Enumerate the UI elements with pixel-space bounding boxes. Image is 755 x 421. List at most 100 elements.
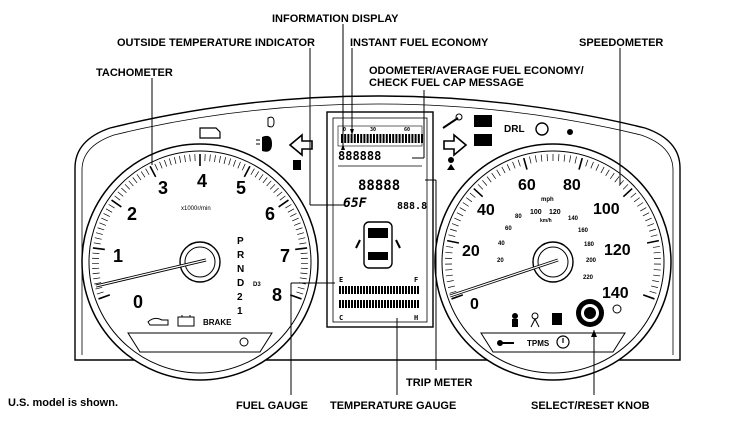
model-note: U.S. model is shown. — [8, 397, 118, 409]
temp-segment — [375, 300, 377, 308]
tach-tick — [296, 291, 304, 295]
tach-tick — [300, 272, 308, 275]
instant-fuel-segment — [398, 134, 401, 143]
speed-tick — [622, 187, 633, 198]
instant-fuel-segment — [408, 134, 411, 143]
speed-tick — [512, 161, 516, 169]
tach-tick — [258, 174, 264, 181]
fuel-segment — [375, 286, 377, 294]
fuel-gauge-bar: E F — [339, 276, 419, 294]
tach-tick — [285, 204, 292, 209]
tach-tick — [273, 187, 279, 194]
speed-tick — [647, 223, 655, 227]
odometer-digits: 888888 — [338, 149, 381, 163]
speed-tick — [574, 156, 577, 164]
temp-segment — [381, 300, 383, 308]
tach-tick — [140, 171, 146, 178]
tach-tick — [98, 294, 111, 300]
tach-tick — [159, 161, 163, 169]
check-engine-icon — [199, 127, 221, 139]
cruise-icon — [497, 340, 514, 346]
speed-tick — [446, 246, 454, 248]
tach-tick — [292, 217, 299, 222]
window-icon — [474, 115, 492, 146]
speed-tick — [462, 202, 469, 207]
outside-temp: 65F — [343, 196, 368, 211]
tach-tick — [103, 213, 110, 217]
instant-fuel-segment — [353, 134, 356, 143]
engine-indicator-icon — [612, 304, 622, 314]
speed-tick — [578, 157, 584, 170]
tpms-icon — [556, 335, 570, 349]
speed-tick — [522, 157, 528, 170]
tach-tick — [149, 165, 157, 178]
instant-fuel-segment — [379, 134, 382, 143]
tach-tick — [243, 165, 251, 178]
tach-num-6: 6 — [265, 204, 275, 224]
tach-tick — [92, 247, 105, 251]
label-odometer-line2: CHECK FUEL CAP MESSAGE — [369, 77, 524, 89]
tach-num-5: 5 — [236, 178, 246, 198]
instant-fuel-segment — [421, 134, 423, 143]
speed-tick — [540, 154, 543, 162]
kmh-40: 40 — [498, 241, 505, 247]
fuel-f: F — [414, 276, 418, 284]
speed-tick — [569, 155, 572, 163]
tach-tick — [228, 158, 232, 166]
speed-tick — [646, 239, 660, 244]
instant-fuel-segment — [405, 134, 407, 143]
instant-fuel-segment — [350, 134, 353, 143]
scale-30: 30 — [370, 127, 376, 133]
speed-tick — [605, 169, 610, 177]
speed-tick — [595, 164, 600, 171]
temp-segment — [363, 300, 365, 308]
speed-tick — [445, 269, 453, 271]
mph-100: 100 — [593, 201, 620, 218]
fuel-segment — [384, 286, 386, 294]
tach-tick — [289, 294, 302, 300]
brake-warning-icon — [535, 122, 549, 136]
speed-tick — [451, 294, 464, 300]
tach-tick — [173, 157, 177, 164]
tach-tick — [297, 232, 305, 235]
tach-tick — [276, 191, 283, 197]
tach-tick — [295, 227, 303, 231]
tach-tick — [294, 222, 301, 226]
tach-tick — [92, 252, 100, 254]
tach-tick — [189, 154, 191, 162]
speed-tick — [446, 280, 454, 283]
select-reset-knob[interactable] — [576, 299, 604, 327]
tach-tick — [94, 282, 102, 285]
tach-tick — [299, 277, 307, 280]
temp-h: H — [414, 314, 418, 322]
tach-tick — [96, 291, 104, 295]
label-outside-temperature-indicator: OUTSIDE TEMPERATURE INDICATOR — [117, 37, 315, 49]
tachometer-dial: 0 1 2 3 4 5 6 7 8 x1000r/min P R N D 2 1… — [81, 143, 319, 381]
fog-light-icon — [267, 116, 275, 128]
speed-tick — [653, 269, 661, 271]
trip-small: 888.8 — [397, 201, 427, 212]
tach-tick — [97, 227, 105, 231]
tach-tick — [298, 237, 306, 240]
center-display-panel: 0 30 60 888888 88888 65F 888.8 E F C H — [326, 111, 434, 328]
speed-tick — [600, 166, 605, 174]
scale-60: 60 — [404, 127, 410, 133]
fuel-segment — [354, 286, 356, 294]
speed-tick — [529, 156, 532, 164]
label-tachometer: TACHOMETER — [96, 67, 173, 79]
tach-tick — [287, 208, 295, 213]
speed-tick — [637, 202, 644, 207]
instant-fuel-segment — [341, 134, 343, 143]
tach-tick — [297, 286, 305, 290]
temp-segment — [393, 300, 395, 308]
cluster-inner-rim — [81, 103, 674, 355]
temp-segment — [408, 300, 410, 308]
fuel-segment — [372, 286, 374, 294]
seatbelt-icon — [512, 313, 518, 327]
fuel-segment — [366, 286, 368, 294]
speed-tick — [506, 164, 511, 171]
speed-tick — [640, 207, 647, 212]
label-speedometer: SPEEDOMETER — [579, 37, 663, 49]
kmh-20: 20 — [497, 258, 504, 264]
